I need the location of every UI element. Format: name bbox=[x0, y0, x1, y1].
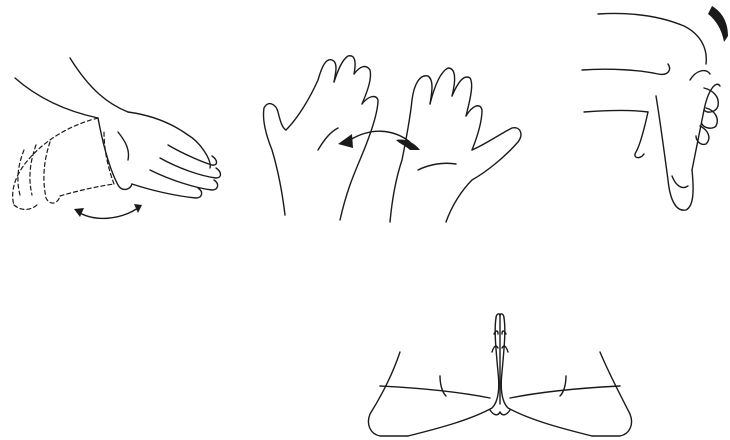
prayer-hands-icon bbox=[368, 314, 631, 436]
finger-stretch-icon bbox=[582, 6, 728, 210]
hands-rotation-icon bbox=[263, 56, 520, 222]
hand-wrist-movement-icon bbox=[13, 58, 221, 218]
